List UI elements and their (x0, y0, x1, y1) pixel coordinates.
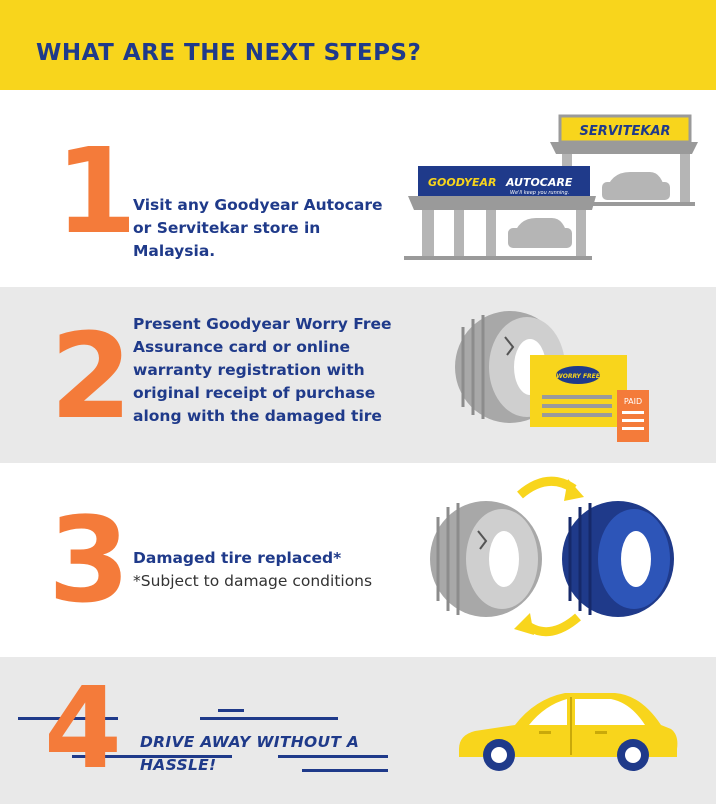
step-number: 2 (50, 307, 133, 445)
speed-lines (18, 709, 388, 772)
step-1-text: Visit any Goodyear Autocare or Serviteka… (133, 196, 383, 260)
autocare-tagline: We'll keep you running. (510, 190, 569, 196)
header-banner: WHAT ARE THE NEXT STEPS? (0, 0, 716, 90)
step-2-text: Present Goodyear Worry Free Assurance ca… (133, 315, 392, 425)
worry-free-logo: WORRY FREE (556, 373, 601, 380)
step-4-section: 4 DRIVE AWAY WITHOUT A HASSLE! (0, 657, 716, 804)
tire-swap-illustration (430, 476, 674, 637)
step-3-text: Damaged tire replaced* *Subject to damag… (133, 547, 423, 593)
step-number: 4 (44, 664, 122, 794)
step-3-main: Damaged tire replaced* (133, 549, 342, 567)
step-number: 1 (55, 122, 138, 260)
autocare-wordmark: AUTOCARE (505, 176, 573, 189)
step-4-text: DRIVE AWAY WITHOUT A HASSLE! (140, 733, 360, 774)
store-buildings-illustration: SERVITEKAR GOODYEAR AUTOCARE We'll keep … (404, 114, 698, 260)
goodyear-wordmark: GOODYEAR (428, 176, 496, 189)
step-3-note: *Subject to damage conditions (133, 572, 373, 590)
car-illustration (459, 693, 678, 771)
page-title: WHAT ARE THE NEXT STEPS? (36, 40, 422, 66)
paid-label: PAID (624, 397, 642, 406)
step-2-section: 2 Present Goodyear Worry Free Assurance … (0, 287, 716, 463)
servitekar-sign: SERVITEKAR (579, 124, 670, 139)
step-3-section: 3 Damaged tire replaced* *Subject to dam… (0, 463, 716, 657)
tire-card-receipt-illustration: WORRY FREE PAID (455, 311, 649, 442)
step-1-section: 1 Visit any Goodyear Autocare or Servite… (0, 90, 716, 287)
step-number: 3 (48, 491, 131, 629)
